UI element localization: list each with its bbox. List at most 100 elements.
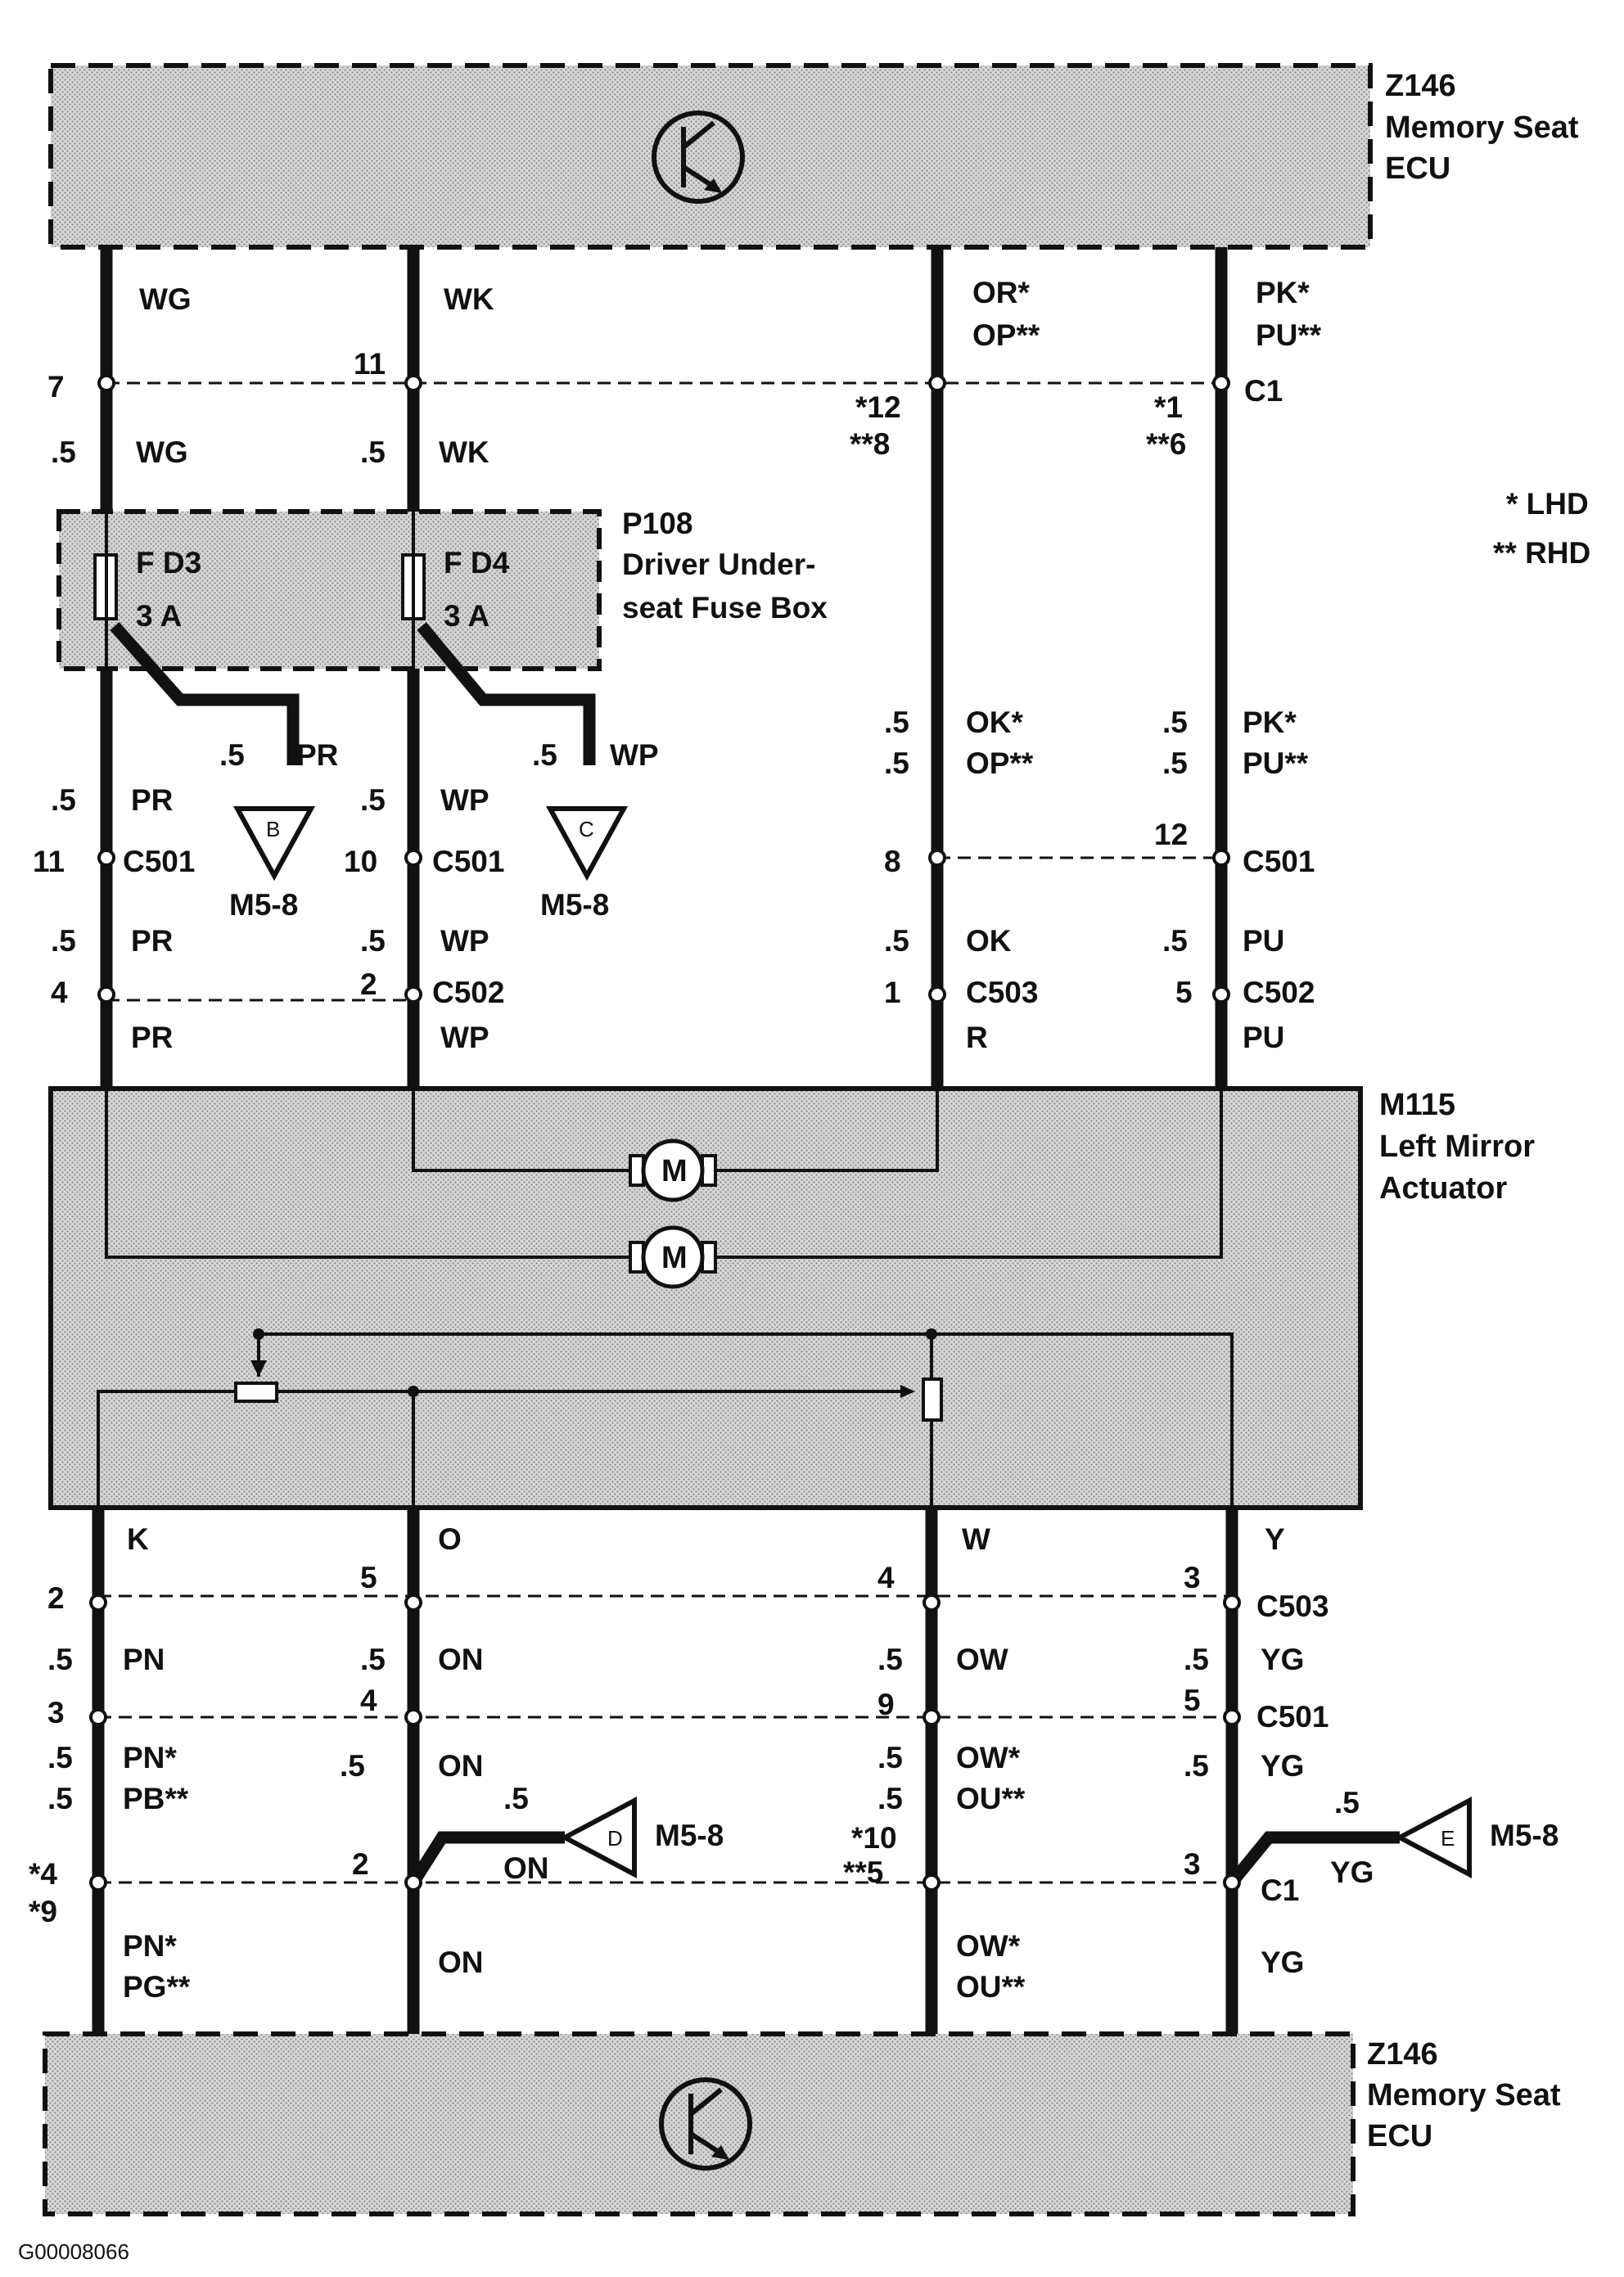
pin-3-c501: 3 [47, 1696, 65, 1729]
connector-c501-c: C501 [1243, 845, 1315, 878]
wire-label-on: ON [438, 1643, 484, 1676]
size-wk: .5 [360, 435, 386, 469]
ecu-top-id: Z146 [1385, 69, 1456, 103]
pin-4-c501: 4 [360, 1684, 377, 1717]
splice-e: E M5-8 YG .5 [1330, 1786, 1559, 1889]
ecu-top: Z146 Memory Seat ECU [48, 63, 1579, 250]
connector-c501-b: C501 [432, 845, 504, 878]
size-pu-3: .5 [1162, 924, 1188, 958]
wire-label-pb: PB** [123, 1782, 189, 1815]
size-op: .5 [884, 746, 909, 780]
connector-c502-a: C502 [432, 976, 504, 1009]
labels-bottom: K O W Y 2 5 4 3 C503 .5 PN .5 ON .5 OW .… [29, 1522, 1329, 2004]
mirror-actuator: M115 Left Mirror Actuator M [48, 1086, 1535, 1510]
connector-c501-a: C501 [123, 845, 195, 878]
wire-label-wk-2: WK [439, 435, 489, 469]
wire-label-pn-3: PN* [123, 1929, 177, 1963]
pin-10-c1: *10 [851, 1821, 897, 1855]
splice-c-size: .5 [532, 738, 557, 772]
size-pn-2: .5 [47, 1741, 73, 1774]
transistor-icon [659, 2077, 752, 2171]
pin-4-c1: *4 [29, 1857, 57, 1891]
actuator-id: M115 [1379, 1088, 1455, 1122]
size-pn: .5 [47, 1643, 73, 1676]
splice-d: D M5-8 ON .5 [503, 1782, 724, 1885]
size-wp: .5 [360, 783, 386, 817]
pin-marks-top [97, 374, 1230, 1003]
wire-label-pn-lhd: PN* [123, 1741, 177, 1774]
pin-5-c501: 5 [1184, 1684, 1201, 1717]
wire-label-pu-rhd: PU** [1256, 318, 1322, 352]
pin-4-c503: 4 [877, 1561, 895, 1594]
ecu-bottom-line2: ECU [1367, 2119, 1432, 2153]
connector-c501-d: C501 [1256, 1700, 1329, 1734]
wire-label-y: Y [1265, 1522, 1285, 1556]
wire-label-pg: PG** [123, 1970, 191, 2004]
splice-c-ref: M5-8 [540, 888, 609, 922]
wire-label-yg: YG [1261, 1643, 1304, 1676]
ecu-bottom: Z146 Memory Seat ECU [43, 2031, 1561, 2216]
ecu-top-line1: Memory Seat [1385, 110, 1579, 145]
size-ok-2: .5 [884, 924, 909, 958]
connector-lines-bottom [98, 1594, 1232, 1884]
wire-label-wg-2: WG [136, 435, 188, 469]
connector-c1-bottom: C1 [1261, 1873, 1299, 1907]
pin-6-rhd: **6 [1146, 427, 1186, 461]
size-pu: .5 [1162, 746, 1188, 780]
fuse-box: P108 Driver Under- seat Fuse Box F D3 3 … [56, 507, 828, 671]
wire-label-ok: OK* [966, 706, 1024, 739]
splice-d-wire: ON [503, 1851, 549, 1885]
pin-1: *1 [1154, 390, 1183, 424]
splice-b-ref: M5-8 [229, 888, 298, 922]
wire-label-yg-2: YG [1261, 1749, 1304, 1783]
transistor-icon [652, 110, 745, 204]
wire-label-k: K [127, 1522, 149, 1556]
wire-label-ok-2: OK [966, 924, 1012, 958]
pin-5-c503: 5 [360, 1561, 377, 1594]
fuse-d3-rating: 3 A [136, 599, 182, 633]
size-wp-2: .5 [360, 924, 386, 958]
pin-11-c501: 11 [33, 845, 65, 878]
wire-label-pn: PN [123, 1643, 165, 1676]
wire-label-op: OP** [972, 318, 1040, 352]
connector-c1-top: C1 [1244, 374, 1283, 408]
splice-b-wire: PR [296, 738, 338, 772]
wire-label-ow-lhd: OW* [956, 1741, 1021, 1774]
pin-marks-bottom [89, 1594, 1241, 1891]
splice-e-ref: M5-8 [1490, 1819, 1559, 1852]
connector-lines-top [106, 381, 1221, 1002]
fuse-d3-name: F D3 [136, 546, 201, 579]
labels-top: WG WK OR* OP** PK* PU** 7 11 *12 **8 *1 … [33, 276, 1590, 1054]
pin-12-c501: 12 [1154, 818, 1188, 851]
splice-e-size: .5 [1334, 1786, 1360, 1819]
splice-c: C M5-8 WP .5 [532, 738, 659, 922]
wire-label-ou: OU** [956, 1782, 1026, 1815]
pin-8-rhd: **8 [850, 427, 890, 461]
wire-label-wp: WP [440, 783, 489, 817]
actuator-line1: Left Mirror [1379, 1129, 1535, 1164]
splice-b-letter: B [266, 817, 280, 841]
size-yg-2: .5 [1184, 1749, 1209, 1783]
pin-9-c501: 9 [877, 1688, 895, 1721]
wire-label-wg: WG [139, 282, 192, 316]
size-pb: .5 [47, 1782, 73, 1815]
fuse-box-line1: Driver Under- [622, 548, 815, 581]
wire-label-pr-2: PR [131, 924, 173, 958]
wire-label-wp-3: WP [440, 1021, 489, 1054]
splice-b-size: .5 [219, 738, 245, 772]
size-pk: .5 [1162, 706, 1188, 739]
motor-icon: M [629, 1225, 717, 1289]
ecu-bottom-id: Z146 [1367, 2037, 1438, 2072]
motor-icon: M [629, 1138, 717, 1202]
wire-label-yg-3: YG [1261, 1946, 1304, 1979]
connector-c502-b: C502 [1243, 976, 1315, 1009]
connector-c503-b: C503 [1256, 1589, 1329, 1623]
wire-label-ow-3: OW* [956, 1929, 1021, 1963]
pin-2: 2 [360, 967, 377, 1001]
wire-label-on-2: ON [438, 1749, 484, 1783]
size-yg: .5 [1184, 1643, 1209, 1676]
potentiometer-icon [922, 1377, 943, 1422]
pin-2-c1: 2 [352, 1847, 369, 1881]
splice-d-ref: M5-8 [655, 1819, 724, 1852]
